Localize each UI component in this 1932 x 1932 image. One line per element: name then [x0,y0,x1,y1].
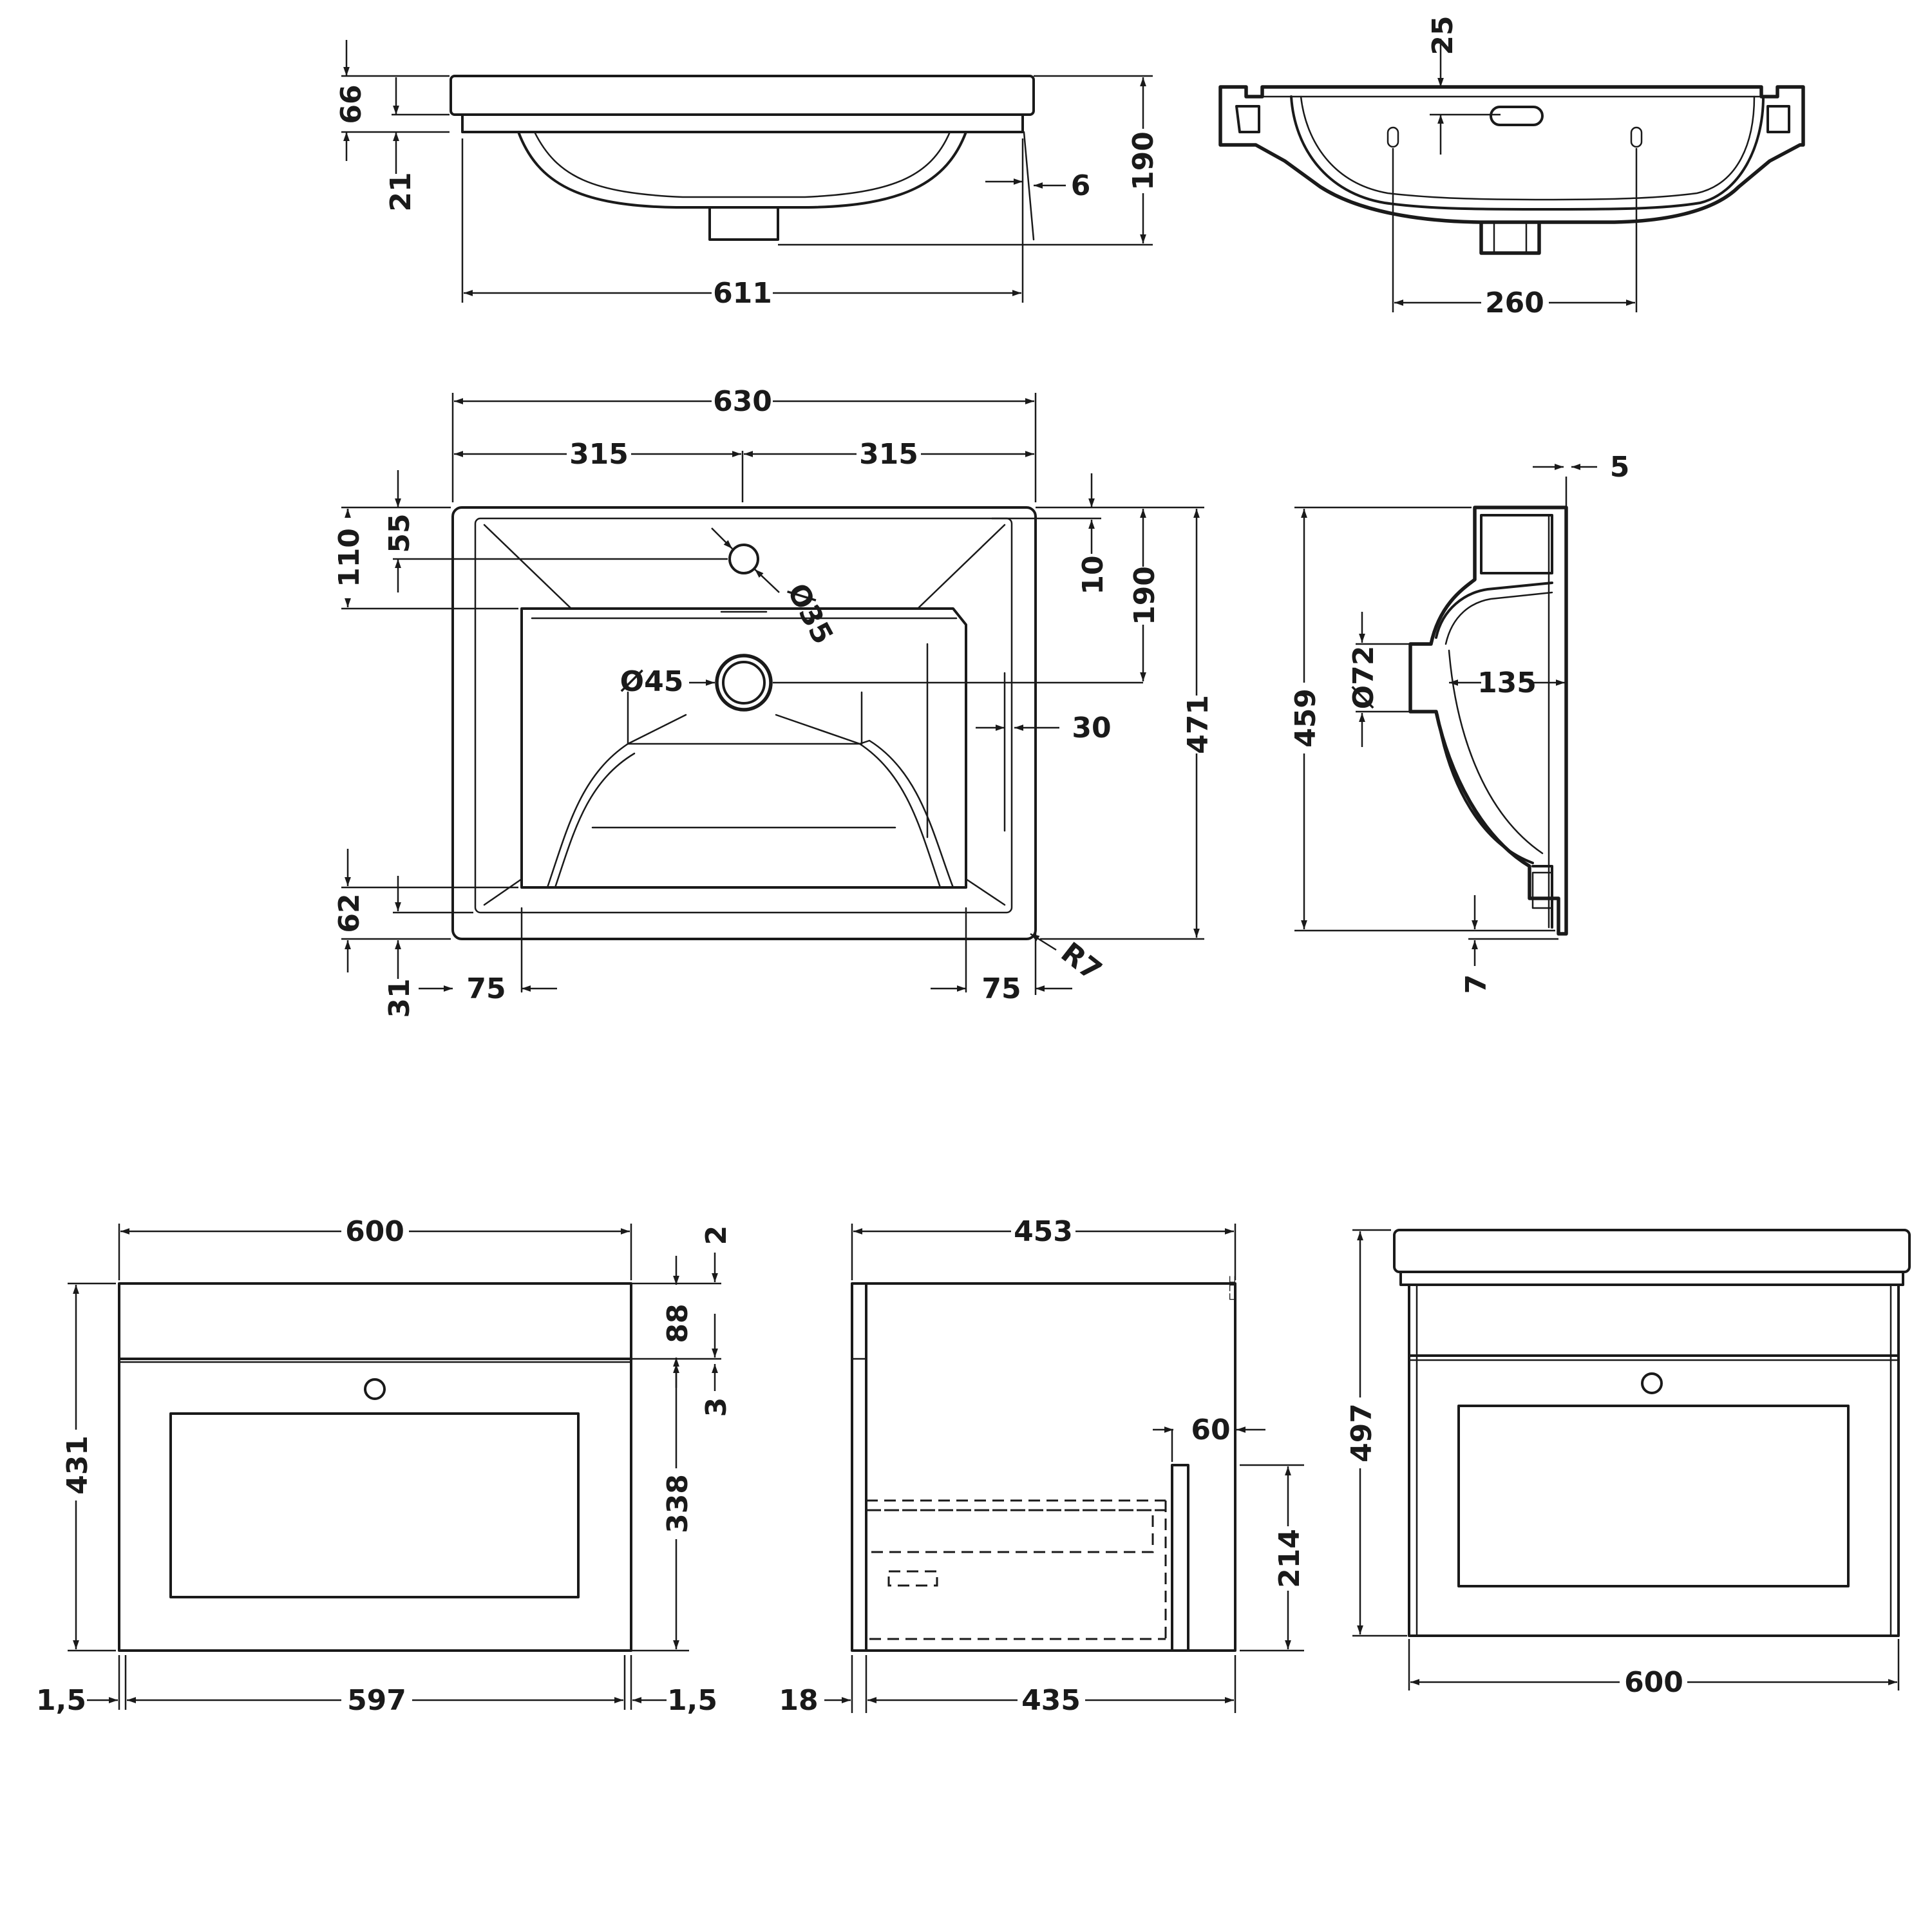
dim-315-left: 315 [569,438,629,471]
dim-d72: Ø72 [1347,646,1380,710]
dim-30: 30 [1072,712,1111,744]
dim-110: 110 [333,528,366,587]
dim-r7: R7 [1055,936,1108,988]
dim-600-assembled: 600 [1624,1666,1683,1699]
dim-431: 431 [61,1435,94,1495]
basin-plan-view: 630 315 315 110 55 Ø35 Ø45 10 190 [333,385,1215,1018]
dim-75-left: 75 [466,972,506,1005]
dim-88: 88 [661,1303,694,1343]
dim-190-plan: 190 [1128,566,1161,625]
basin-front-elevation: 66 21 611 6 190 [335,40,1160,310]
dim-21: 21 [384,172,417,211]
dim-597: 597 [347,1684,406,1717]
dim-260: 260 [1485,287,1544,319]
dim-214: 214 [1273,1529,1306,1588]
dim-338: 338 [661,1474,694,1533]
dim-630: 630 [713,385,772,418]
dim-2: 2 [700,1226,733,1245]
dim-5: 5 [1610,451,1630,484]
dim-600-front: 600 [345,1215,404,1248]
basin-cross-section: 25 260 [1218,15,1805,319]
basin-side-section: 5 459 Ø72 135 7 [1289,451,1629,994]
dim-62: 62 [333,893,366,933]
dim-3: 3 [700,1397,733,1417]
dim-1-5-right: 1,5 [667,1684,717,1717]
dim-d45: Ø45 [620,665,684,698]
assembled-unit-view: 497 600 [1345,1229,1911,1699]
dim-611: 611 [713,277,772,310]
dim-31: 31 [383,978,416,1018]
wall-bracket-label: ⊏⊐⊏ [1226,1275,1238,1301]
dim-10: 10 [1077,555,1110,594]
cabinet-side-view: ⊏⊐⊏ 453 60 214 18 435 [779,1215,1306,1717]
dim-1-5-left: 1,5 [36,1684,86,1717]
dim-75-right: 75 [981,972,1021,1005]
dim-453: 453 [1014,1215,1073,1248]
dim-55: 55 [383,513,416,553]
dim-435: 435 [1021,1684,1081,1717]
dim-471: 471 [1182,695,1215,754]
dim-66: 66 [335,84,368,124]
dim-18: 18 [779,1684,818,1717]
cabinet-front-view: 600 431 2 88 3 338 1,5 597 1,5 [36,1215,733,1717]
dim-7: 7 [1460,974,1493,994]
dim-d35: Ø35 [781,578,839,650]
dim-190-front: 190 [1127,131,1160,191]
dim-135: 135 [1477,667,1537,699]
dim-60: 60 [1191,1414,1230,1446]
dim-6: 6 [1071,169,1091,202]
dim-497: 497 [1345,1403,1378,1463]
dim-315-right: 315 [859,438,918,471]
dim-25: 25 [1426,15,1459,55]
dim-459: 459 [1289,688,1322,748]
